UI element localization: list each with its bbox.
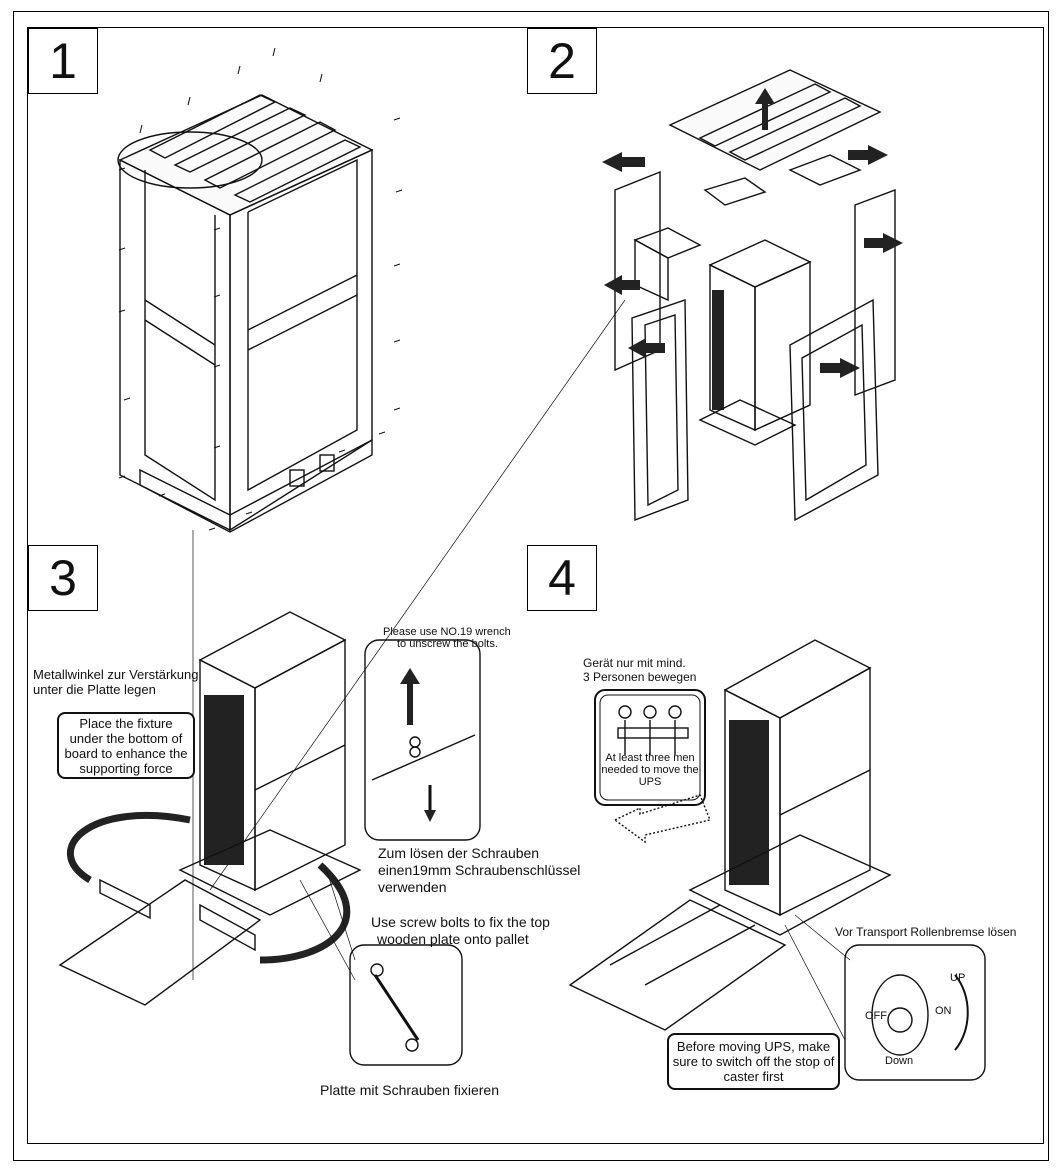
ups-step3 bbox=[58, 611, 481, 1066]
metal-bracket-label-de: Metallwinkel zur Verstärkung unter die P… bbox=[33, 667, 198, 697]
persons-label-en: At least three men needed to move the UP… bbox=[601, 752, 699, 788]
screw-en-line-2: wooden plate onto pallet bbox=[377, 931, 529, 947]
wrench-de-line-2: einen19mm Schraubenschlüssel bbox=[378, 862, 581, 878]
persons-label-de: Gerät nur mit mind. 3 Personen bewegen bbox=[583, 656, 696, 684]
step-number-1: 1 bbox=[28, 28, 98, 94]
caster-up-label: UP bbox=[950, 972, 966, 984]
brake-label-de: Vor Transport Rollenbremse lösen bbox=[835, 925, 1017, 939]
wrench-en-line-1: Please use NO.19 wrench bbox=[383, 626, 511, 638]
step-number-3: 3 bbox=[28, 545, 98, 611]
wrench-label-de: Zum lösen der Schrauben einen19mm Schrau… bbox=[378, 845, 580, 896]
screw-en-line-1: Use screw bolts to fix the top bbox=[371, 914, 550, 930]
outer-frame bbox=[13, 11, 1049, 1161]
metal-bracket-line-1: Metallwinkel zur Verstärkung bbox=[33, 667, 199, 682]
wrench-de-line-3: verwenden bbox=[378, 879, 447, 895]
metal-bracket-line-2: unter die Platte legen bbox=[33, 682, 156, 697]
fixture-callout-text: Place the fixture under the bottom of bo… bbox=[64, 715, 188, 776]
fixture-callout: Place the fixture under the bottom of bo… bbox=[57, 712, 195, 779]
inner-frame bbox=[27, 27, 1044, 1144]
wrench-de-line-1: Zum lösen der Schrauben bbox=[378, 845, 540, 861]
wrench-en-line-2: to unscrew the bolts. bbox=[397, 638, 498, 650]
brake-callout: Before moving UPS, make sure to switch o… bbox=[667, 1033, 840, 1090]
persons-de-line-2: 3 Personen bewegen bbox=[583, 670, 697, 684]
crate-step2 bbox=[209, 69, 903, 891]
brake-callout-text: Before moving UPS, make sure to switch o… bbox=[672, 1039, 835, 1084]
step-number-4: 4 bbox=[527, 545, 597, 611]
persons-de-line-1: Gerät nur mit mind. bbox=[583, 656, 686, 670]
ups-step4 bbox=[568, 639, 986, 1081]
wrench-label-en: Please use NO.19 wrench to unscrew the b… bbox=[383, 626, 511, 650]
screw-label-en: Use screw bolts to fix the top wooden pl… bbox=[371, 914, 550, 948]
caster-off-label: OFF bbox=[865, 1010, 887, 1022]
caster-on-label: ON bbox=[935, 1005, 952, 1017]
caster-down-label: Down bbox=[885, 1055, 914, 1067]
step-number-2: 2 bbox=[527, 28, 597, 94]
screw-label-de: Platte mit Schrauben fixieren bbox=[320, 1082, 499, 1098]
crate-step1 bbox=[117, 47, 403, 980]
